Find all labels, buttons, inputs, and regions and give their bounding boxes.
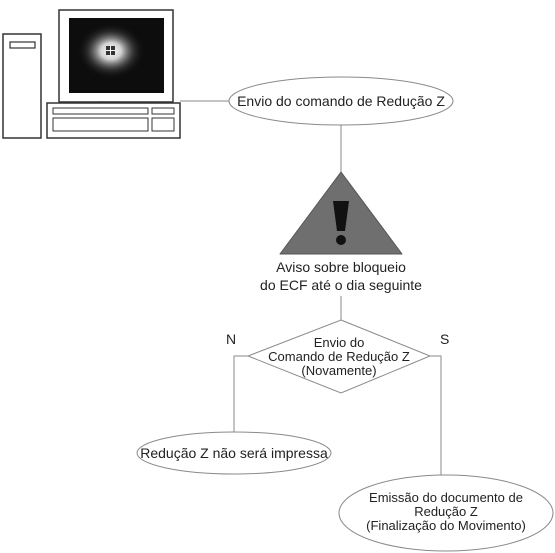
connector-decision-no bbox=[233, 355, 248, 434]
connector-decision-yes bbox=[430, 355, 442, 477]
decision-diamond bbox=[246, 319, 432, 394]
warning-triangle-icon bbox=[279, 171, 403, 255]
decision-text-line2: Comando de Redução Z bbox=[268, 349, 410, 364]
result-yes-line1: Emissão do documento de bbox=[369, 490, 523, 505]
start-node bbox=[228, 76, 454, 126]
decision-text-line3: (Novamente) bbox=[301, 363, 376, 378]
result-yes-line3: (Finalização do Movimento) bbox=[366, 518, 526, 533]
decision-text-line1: Envio do bbox=[314, 335, 365, 350]
result-no-label: Redução Z não será impressa bbox=[140, 445, 328, 461]
branch-label-yes: S bbox=[440, 331, 449, 347]
desktop-computer-icon bbox=[2, 9, 181, 139]
result-yes-line2: Redução Z bbox=[414, 504, 478, 519]
warning-text-line2: do ECF até o dia seguinte bbox=[260, 277, 422, 293]
result-no-node bbox=[136, 431, 332, 475]
result-yes-node bbox=[338, 474, 554, 552]
start-label: Envio do comando de Redução Z bbox=[237, 93, 445, 109]
warning-text-line1: Aviso sobre bloqueio bbox=[276, 259, 406, 275]
branch-label-no: N bbox=[226, 331, 236, 347]
